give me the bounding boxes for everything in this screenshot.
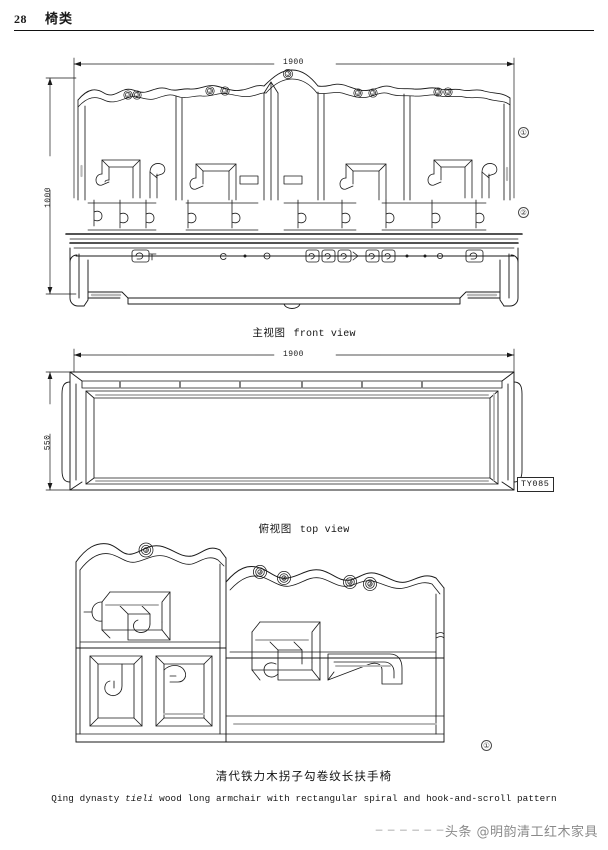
top-view-outer-frame <box>69 371 515 491</box>
callout-marker-front-2: ② <box>518 207 529 218</box>
watermark: — — — — — — 头条 @明韵清工红木家具 <box>375 821 598 841</box>
caption-english-italic-term: tieli <box>125 793 154 804</box>
dimension-line-depth-top <box>45 371 77 491</box>
caption-english-post: wood long armchair with rectangular spir… <box>153 793 557 804</box>
page-number: 28 <box>14 12 27 26</box>
crest-scroll-rosettes <box>123 69 453 100</box>
detail-hook-right <box>327 653 403 685</box>
detail-bottom-rail-right <box>225 715 445 725</box>
top-view-inner-frame <box>85 390 499 485</box>
hook-motif-right-inner <box>481 163 498 199</box>
spiral-motif-left <box>95 159 141 199</box>
dimension-label-front-height: 1000 <box>43 187 53 208</box>
top-view-caption-cn: 俯视图 <box>258 523 292 535</box>
top-view-caption: 俯视图 top view <box>204 521 404 536</box>
page-header: 28 椅类 <box>0 0 608 42</box>
front-view-drawing <box>45 57 523 309</box>
figure-caption-chinese: 清代铁力木拐子勾卷纹长扶手椅 <box>215 769 393 783</box>
top-view-arm-ends <box>61 381 523 483</box>
detail-post-bead-rings <box>435 632 445 639</box>
top-view-drawing <box>45 348 523 491</box>
legs-and-base <box>69 247 519 309</box>
lower-hook-row <box>87 199 487 231</box>
detail-crest-rosette-left <box>138 542 154 558</box>
figure-caption-english: Qing dynasty tieli wood long armchair wi… <box>0 793 608 804</box>
apron-carved-inserts <box>131 249 484 263</box>
detail-hook-lower-left <box>89 655 213 727</box>
top-view-caption-en: top view <box>299 525 350 536</box>
top-view-back-rail <box>81 380 503 389</box>
post-shading <box>80 164 509 182</box>
dimension-label-top-width: 1900 <box>283 350 304 359</box>
front-view-caption-en: front view <box>293 329 356 340</box>
header-divider <box>14 30 594 31</box>
hook-motif-left-inner <box>149 163 166 199</box>
spiral-motif-right <box>427 159 473 199</box>
header-category-title: 椅类 <box>45 12 74 27</box>
front-view-caption: 主视图 front view <box>204 325 404 340</box>
top-view-shading <box>95 393 495 482</box>
dimension-label-top-depth: 550 <box>43 434 53 451</box>
spiral-motif-right-center <box>339 163 387 201</box>
callout-marker-detail-1: ① <box>481 740 492 751</box>
detail-crest-rosettes-right <box>253 565 377 591</box>
backrest-posts <box>77 81 511 201</box>
spiral-motif-left-center <box>189 163 237 201</box>
watermark-text: 头条 @明韵清工红木家具 <box>444 825 598 840</box>
detail-spiral-right <box>251 621 321 681</box>
detail-enlarged-drawing <box>75 542 445 743</box>
dimension-line-width-top <box>73 348 515 373</box>
plate-code-label: TY085 <box>517 477 554 492</box>
seat-frame <box>65 233 523 263</box>
header-row: 28 椅类 <box>14 8 73 27</box>
detail-spiral-upper-left <box>83 591 171 641</box>
front-view-caption-cn: 主视图 <box>252 327 286 339</box>
caption-english-pre: Qing dynasty <box>51 793 126 804</box>
backrest-assembly <box>77 69 511 231</box>
center-spreader-motifs <box>239 175 303 185</box>
dimension-line-height-front <box>45 77 77 295</box>
figure-caption-block: 清代铁力木拐子勾卷纹长扶手椅 Qing dynasty tieli wood l… <box>0 768 608 804</box>
dimension-line-width-front <box>73 57 515 199</box>
callout-marker-front-1: ① <box>518 127 529 138</box>
watermark-dashes: — — — — — — <box>375 824 444 837</box>
dimension-label-front-width: 1900 <box>283 58 304 67</box>
